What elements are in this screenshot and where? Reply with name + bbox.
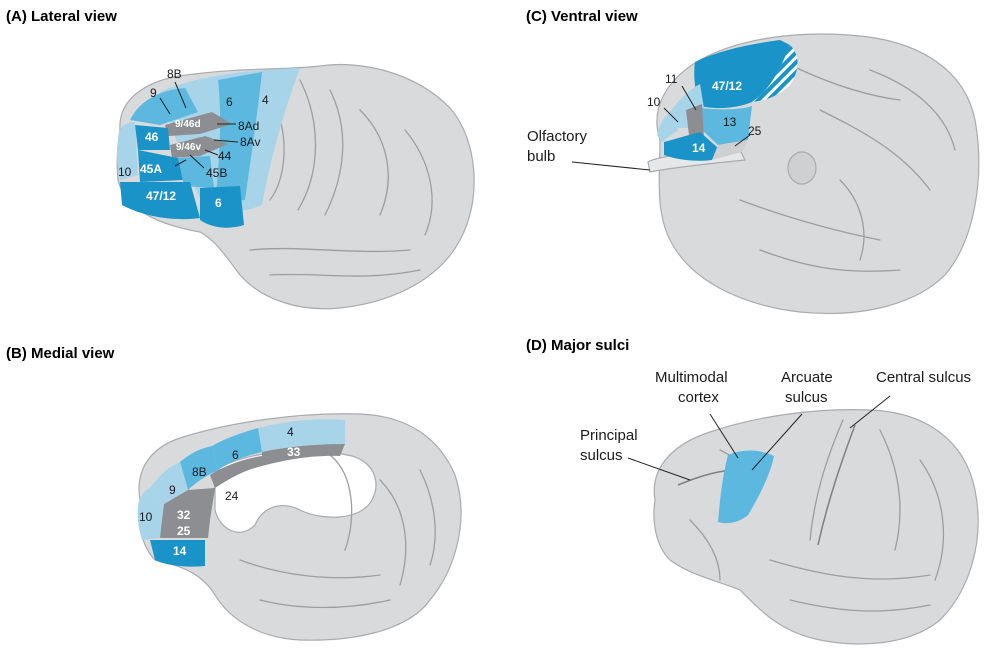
- panel-d-title: (D) Major sulci: [526, 337, 629, 354]
- label-4-medial: 4: [287, 425, 294, 439]
- label-11: 11: [665, 72, 678, 86]
- label-6-bottom: 6: [215, 196, 222, 210]
- label-45b: 45B: [206, 166, 227, 180]
- label-24: 24: [225, 489, 239, 503]
- label-9: 9: [150, 86, 157, 100]
- area-6-bottom: [200, 186, 244, 228]
- label-principal: Principal: [580, 427, 638, 444]
- label-6-top: 6: [226, 95, 233, 109]
- label-8b-medial: 8B: [192, 465, 207, 479]
- label-10: 10: [118, 165, 132, 179]
- label-46: 46: [145, 130, 159, 144]
- label-33: 33: [287, 445, 301, 459]
- label-946d: 9/46d: [175, 119, 201, 130]
- label-25-ventral: 25: [748, 124, 762, 138]
- label-14-medial: 14: [173, 544, 187, 558]
- label-13: 13: [723, 115, 737, 129]
- label-8b: 8B: [167, 67, 182, 81]
- label-946v: 9/46v: [176, 142, 201, 153]
- label-25-medial: 25: [177, 524, 191, 538]
- label-10-medial: 10: [139, 510, 153, 524]
- label-multimodal: Multimodal: [655, 369, 728, 386]
- label-44: 44: [218, 149, 232, 163]
- label-4712: 47/12: [146, 189, 176, 203]
- label-central-sulcus: Central sulcus: [876, 369, 971, 386]
- label-sulcus-arcuate: sulcus: [785, 389, 828, 406]
- label-45a: 45A: [140, 162, 162, 176]
- panel-a-lateral-view: (A) Lateral view: [6, 8, 474, 309]
- label-10-ventral: 10: [647, 95, 661, 109]
- label-4712-ventral: 47/12: [712, 79, 742, 93]
- panel-c-title: (C) Ventral view: [526, 8, 638, 25]
- panel-b-medial-view: (B) Medial view 4 6 33 8B: [6, 345, 461, 640]
- panel-c-ventral-view: (C) Ventral view: [526, 8, 979, 313]
- panel-d-major-sulci: (D) Major sulci Multimodal cortex: [526, 337, 978, 644]
- panel-a-title: (A) Lateral view: [6, 8, 117, 25]
- label-cortex: cortex: [678, 389, 719, 406]
- label-14-ventral: 14: [692, 141, 706, 155]
- label-bulb: bulb: [527, 148, 555, 165]
- label-olfactory: Olfactory: [527, 128, 588, 145]
- label-8ad: 8Ad: [238, 119, 259, 133]
- sulci-brain: [654, 410, 978, 644]
- label-32: 32: [177, 508, 191, 522]
- label-8av: 8Av: [240, 135, 260, 149]
- label-4: 4: [262, 93, 269, 107]
- panel-b-title: (B) Medial view: [6, 345, 115, 362]
- label-9-medial: 9: [169, 483, 176, 497]
- label-6-medial: 6: [232, 448, 239, 462]
- label-arcuate: Arcuate: [781, 369, 833, 386]
- label-sulcus-principal: sulcus: [580, 447, 623, 464]
